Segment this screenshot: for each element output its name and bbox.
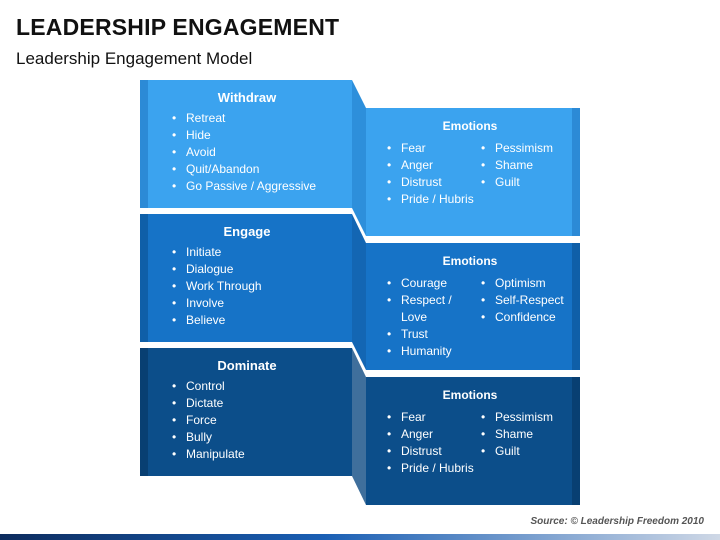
bottom-accent-bar: [0, 534, 720, 540]
list-item: Trust: [387, 326, 481, 343]
emotions-col-1: Fear Anger Distrust Pride / Hubris: [387, 409, 481, 477]
list-item: Work Through: [172, 278, 352, 295]
list-item: Go Passive / Aggressive: [172, 178, 352, 195]
list-item: Initiate: [172, 244, 352, 261]
emotions-engage-box: Emotions Courage Respect / Love Trust Hu…: [368, 243, 572, 360]
list-item: Control: [172, 378, 352, 395]
dominate-box-edge: [140, 348, 148, 476]
list-item: Manipulate: [172, 446, 352, 463]
emotions-heading: Emotions: [442, 119, 498, 133]
list-item: Optimism: [481, 275, 567, 292]
fold-withdraw: [352, 80, 366, 236]
list-item: Dictate: [172, 395, 352, 412]
emotions-dominate-box: Emotions Fear Anger Distrust Pride / Hub…: [368, 377, 572, 477]
emotions-heading: Emotions: [442, 388, 498, 402]
dominate-box: Dominate Control Dictate Force Bully Man…: [142, 348, 352, 463]
withdraw-list: Retreat Hide Avoid Quit/Abandon Go Passi…: [142, 110, 352, 195]
emotions-col-2: Pessimism Shame Guilt: [481, 409, 567, 477]
list-item: Fear: [387, 409, 481, 426]
fold-engage: [352, 214, 366, 370]
emotions-col-1: Fear Anger Distrust Pride / Hubris: [387, 140, 481, 208]
source-citation: Source: © Leadership Freedom 2010: [530, 516, 704, 527]
list-item: Fear: [387, 140, 481, 157]
list-item: Self-Respect: [481, 292, 567, 309]
engage-list: Initiate Dialogue Work Through Involve B…: [142, 244, 352, 329]
list-item: Pride / Hubris: [387, 191, 481, 208]
emotions-2-box-edge: [572, 243, 580, 370]
list-item: Shame: [481, 157, 567, 174]
emotions-col-2: Optimism Self-Respect Confidence: [481, 275, 567, 360]
withdraw-box-edge: [140, 80, 148, 208]
engage-box-edge: [140, 214, 148, 342]
emotions-col-2: Pessimism Shame Guilt: [481, 140, 567, 208]
list-item: Shame: [481, 426, 567, 443]
engage-heading: Engage: [223, 224, 271, 239]
emotions-1-box-edge: [572, 108, 580, 236]
emotions-columns: Fear Anger Distrust Pride / Hubris Pessi…: [368, 140, 572, 208]
list-item: Guilt: [481, 443, 567, 460]
list-item: Confidence: [481, 309, 567, 326]
list-item: Retreat: [172, 110, 352, 127]
list-item: Respect / Love: [387, 292, 481, 326]
emotions-3-box-edge: [572, 377, 580, 505]
emotions-heading: Emotions: [442, 254, 498, 268]
list-item: Involve: [172, 295, 352, 312]
list-item: Believe: [172, 312, 352, 329]
list-item: Hide: [172, 127, 352, 144]
page-subtitle: Leadership Engagement Model: [16, 49, 253, 68]
emotions-withdraw-box: Emotions Fear Anger Distrust Pride / Hub…: [368, 108, 572, 208]
list-item: Avoid: [172, 144, 352, 161]
dominate-list: Control Dictate Force Bully Manipulate: [142, 378, 352, 463]
engage-box: Engage Initiate Dialogue Work Through In…: [142, 214, 352, 329]
withdraw-heading: Withdraw: [217, 90, 277, 105]
list-item: Pessimism: [481, 409, 567, 426]
list-item: Force: [172, 412, 352, 429]
list-item: Guilt: [481, 174, 567, 191]
list-item: Pride / Hubris: [387, 460, 481, 477]
list-item: Bully: [172, 429, 352, 446]
emotions-columns: Courage Respect / Love Trust Humanity Op…: [368, 275, 572, 360]
emotions-col-1: Courage Respect / Love Trust Humanity: [387, 275, 481, 360]
withdraw-box: Withdraw Retreat Hide Avoid Quit/Abandon…: [142, 80, 352, 195]
list-item: Quit/Abandon: [172, 161, 352, 178]
list-item: Distrust: [387, 174, 481, 191]
list-item: Humanity: [387, 343, 481, 360]
dominate-heading: Dominate: [217, 358, 277, 373]
page-title: LEADERSHIP ENGAGEMENT: [16, 14, 340, 40]
fold-dominate: [352, 348, 366, 505]
list-item: Anger: [387, 426, 481, 443]
list-item: Anger: [387, 157, 481, 174]
list-item: Dialogue: [172, 261, 352, 278]
emotions-columns: Fear Anger Distrust Pride / Hubris Pessi…: [368, 409, 572, 477]
list-item: Courage: [387, 275, 481, 292]
list-item: Distrust: [387, 443, 481, 460]
list-item: Pessimism: [481, 140, 567, 157]
